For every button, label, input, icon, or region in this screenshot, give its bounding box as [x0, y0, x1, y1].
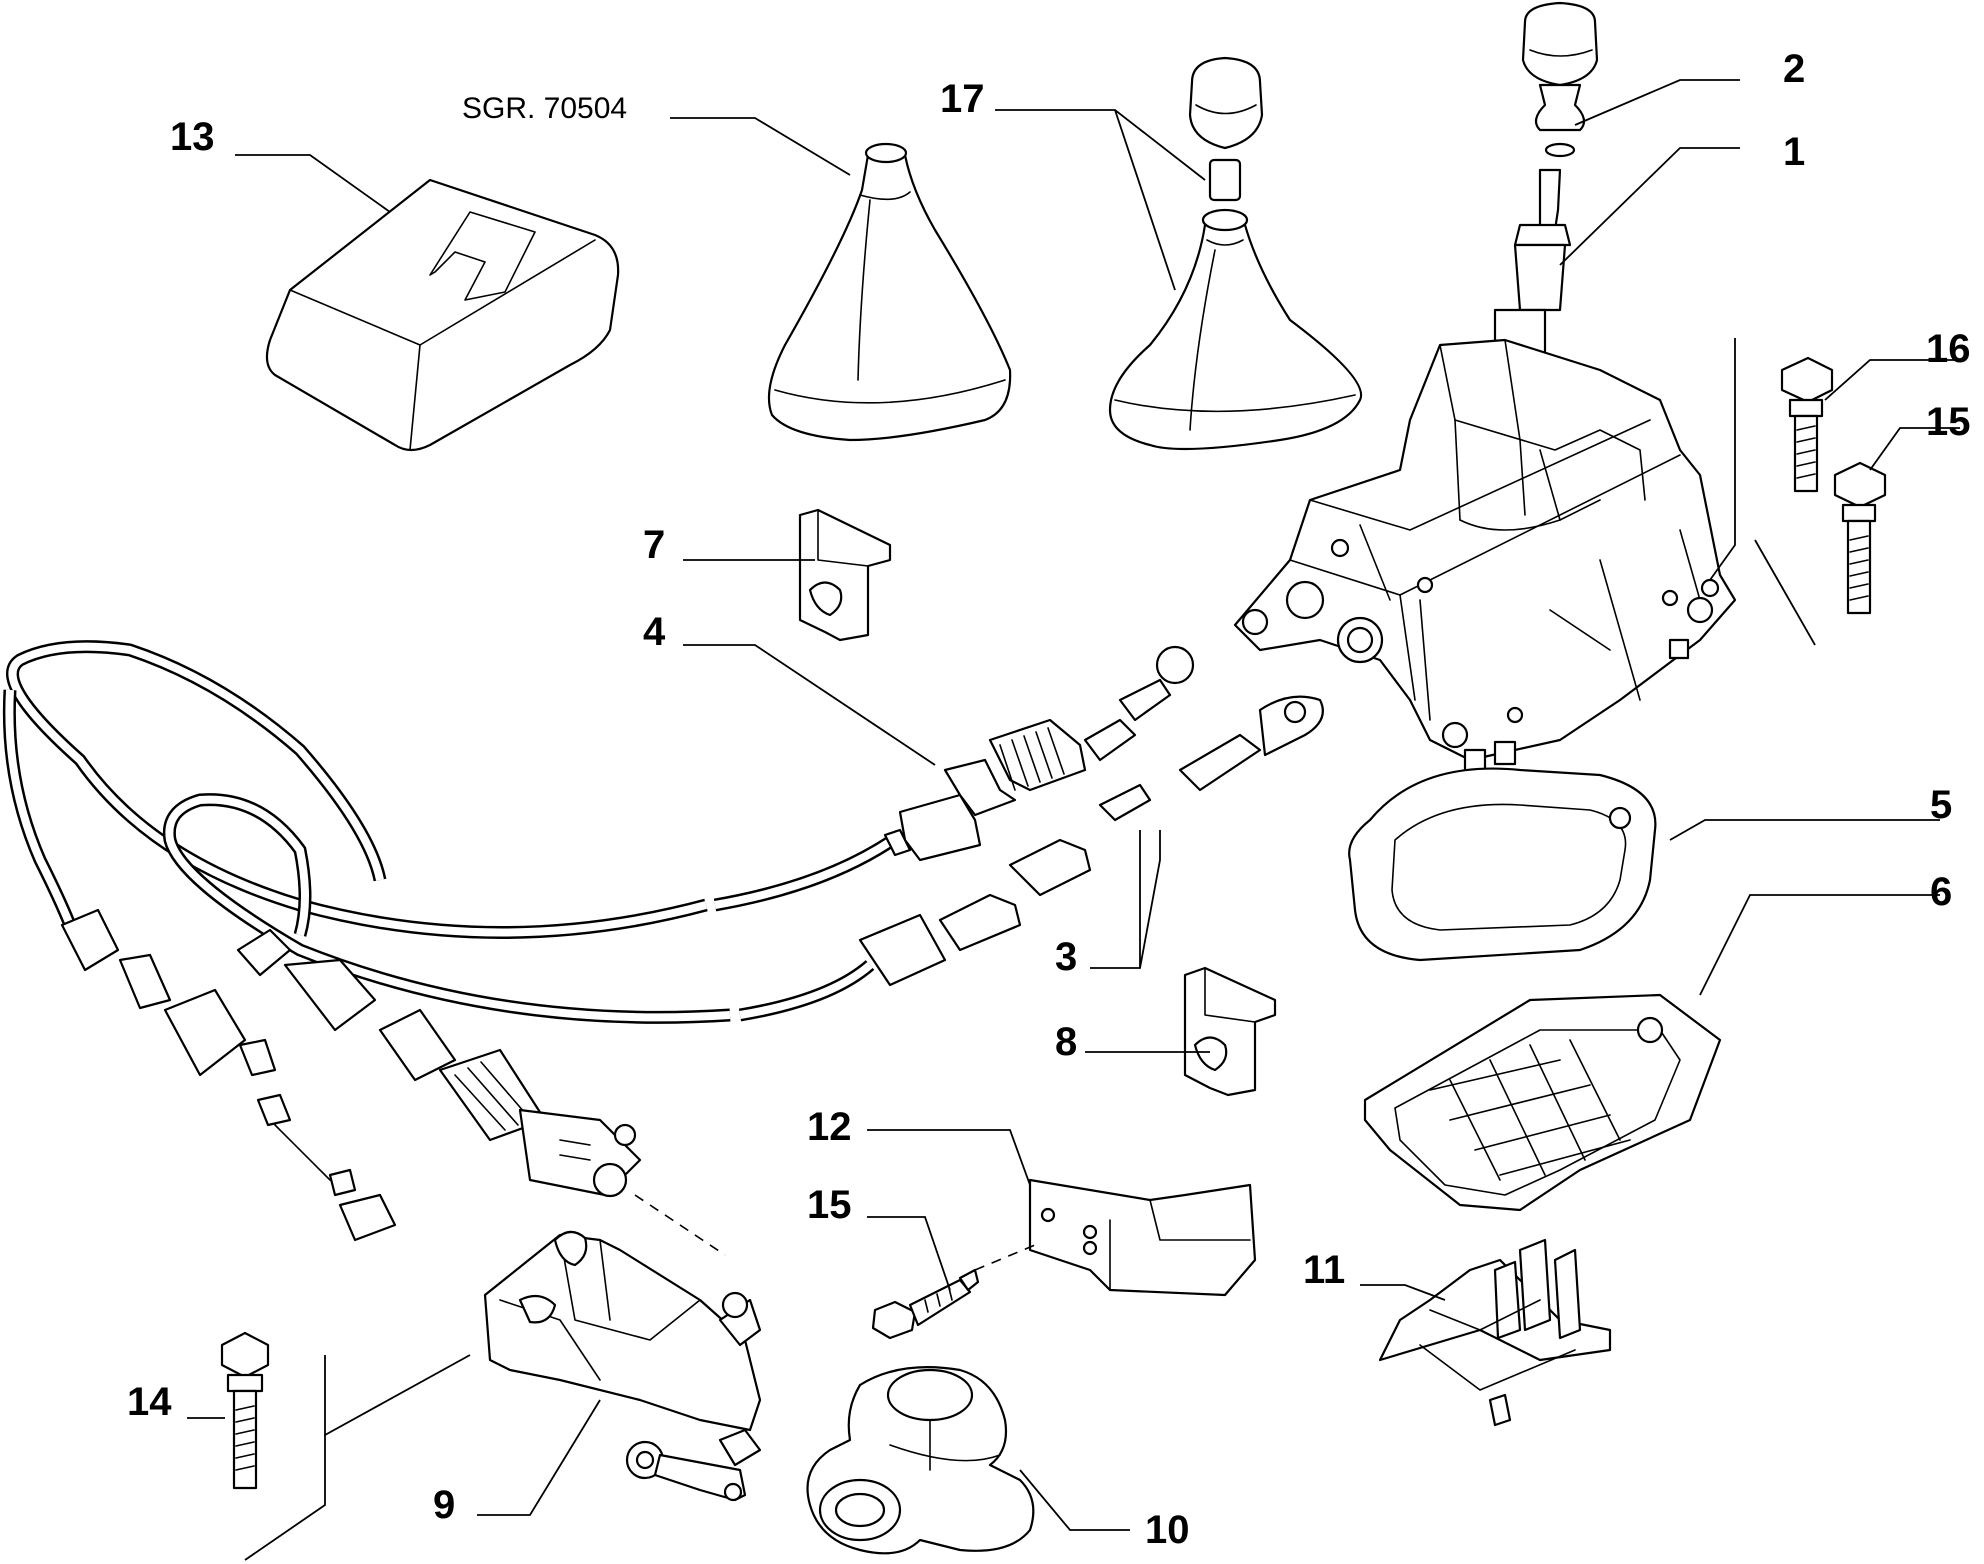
- callout-4: 4: [643, 610, 666, 654]
- callout-16: 16: [1926, 327, 1971, 371]
- part-4-cable: [2, 640, 1195, 1242]
- part-5-gasket: [1348, 767, 1657, 962]
- part-11-bracket: [1378, 1238, 1612, 1427]
- callout-14: 14: [127, 1380, 172, 1424]
- part-16-bolt: [1780, 356, 1834, 493]
- callout-17: 17: [940, 77, 985, 121]
- leader-lines: [187, 79, 1960, 1561]
- callout-8: 8: [1055, 1020, 1077, 1064]
- part-8-clip: [1183, 966, 1277, 1097]
- part-13-cover: [265, 178, 620, 452]
- part-12-bracket: [1028, 1178, 1257, 1297]
- part-2-knob: [1521, 1, 1599, 158]
- part-15-bolt-middle: [871, 1268, 980, 1340]
- part-1-shift-mechanism: [1233, 168, 1737, 774]
- callout-labels: 13 SGR. 70504 17 2 1 16 15 5 6 7 4 3 8 1…: [127, 47, 1971, 1552]
- part-10-rubber-mount: [806, 1366, 1035, 1555]
- part-9-bracket: [483, 1230, 762, 1502]
- callout-15-right: 15: [1926, 400, 1971, 444]
- part-14-bolt: [220, 1331, 270, 1490]
- callout-15-middle: 15: [807, 1183, 852, 1227]
- callout-11: 11: [1303, 1248, 1345, 1292]
- callout-6: 6: [1930, 870, 1952, 914]
- part-6-plate: [1363, 993, 1722, 1212]
- part-7-clip: [798, 508, 892, 642]
- callout-12: 12: [807, 1105, 852, 1149]
- part-17-knob-and-boot: [1108, 56, 1363, 451]
- callout-3: 3: [1055, 935, 1077, 979]
- callout-2: 2: [1783, 47, 1805, 91]
- callout-13: 13: [170, 115, 215, 159]
- callout-1: 1: [1783, 130, 1805, 174]
- callout-5: 5: [1930, 783, 1952, 827]
- callout-7: 7: [643, 523, 665, 567]
- callout-9: 9: [433, 1483, 455, 1527]
- part-15-bolt-right: [1833, 461, 1887, 615]
- callout-10: 10: [1145, 1508, 1190, 1552]
- reference-label: SGR. 70504: [462, 92, 627, 125]
- part-3-cable: [162, 695, 1324, 1198]
- gear-boot-reference: [767, 142, 1012, 442]
